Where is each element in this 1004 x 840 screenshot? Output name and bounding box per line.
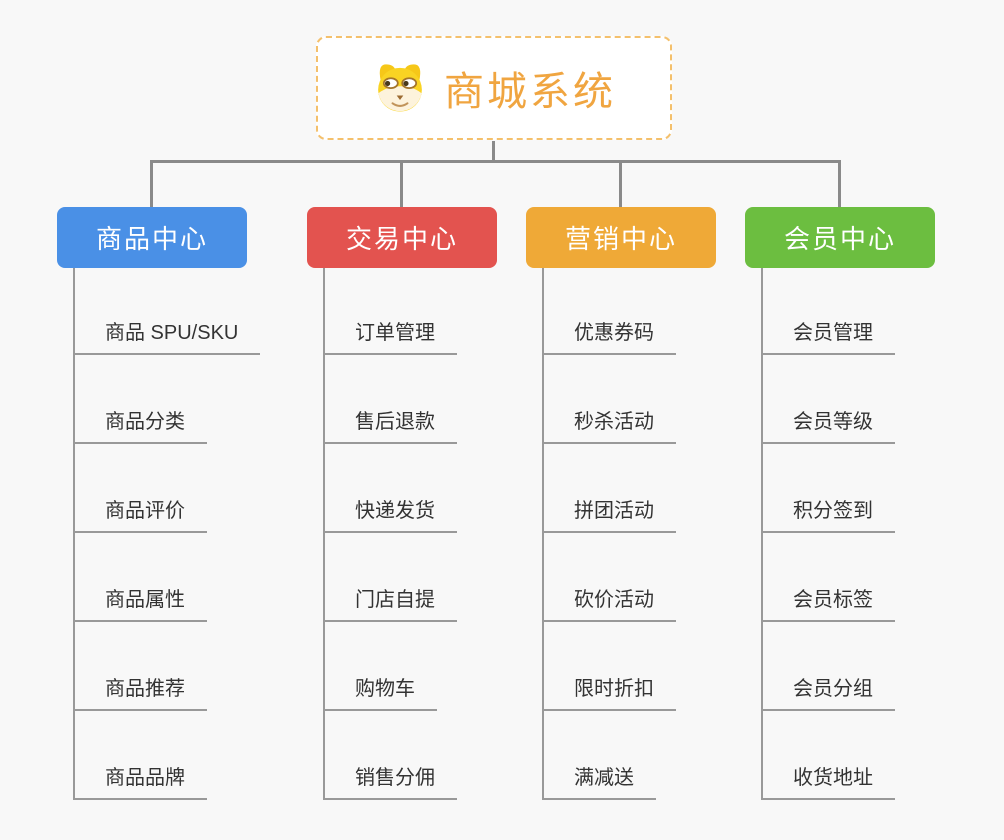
branch-column-trade: 交易中心 订单管理 售后退款 快递发货 门店自提 购物车 销售分佣 (307, 207, 497, 807)
tree-node[interactable]: 会员标签 (761, 588, 895, 622)
connector-drop-trade (400, 160, 403, 208)
branch-column-marketing: 营销中心 优惠券码 秒杀活动 拼团活动 砍价活动 限时折扣 满减送 (526, 207, 716, 807)
tree-node[interactable]: 会员分组 (761, 677, 895, 711)
tree-node[interactable]: 售后退款 (323, 410, 457, 444)
branch-header-trade[interactable]: 交易中心 (307, 207, 497, 268)
branch-header-marketing[interactable]: 营销中心 (526, 207, 716, 268)
tree-node[interactable]: 商品分类 (73, 410, 207, 444)
tree-node[interactable]: 商品推荐 (73, 677, 207, 711)
root-topic[interactable]: 商城系统 (316, 36, 672, 140)
tree-node[interactable]: 商品 SPU/SKU (73, 321, 261, 355)
root-title: 商城系统 (444, 70, 616, 114)
tree-node[interactable]: 商品属性 (73, 588, 207, 622)
branch-header-member[interactable]: 会员中心 (745, 207, 935, 268)
tree-node[interactable]: 限时折扣 (542, 677, 676, 711)
branch-trunk-line (73, 268, 75, 800)
tree-node[interactable]: 商品品牌 (73, 766, 207, 800)
branch-column-product: 商品中心 商品 SPU/SKU 商品分类 商品评价 商品属性 商品推荐 商品品牌 (57, 207, 261, 807)
tree-node[interactable]: 积分签到 (761, 499, 895, 533)
tree-node[interactable]: 门店自提 (323, 588, 457, 622)
tree-node[interactable]: 优惠券码 (542, 321, 676, 355)
dog-face-icon (372, 60, 428, 116)
branch-trunk-line (761, 268, 763, 800)
tree-node[interactable]: 砍价活动 (542, 588, 676, 622)
tree-node[interactable]: 订单管理 (323, 321, 457, 355)
tree-node[interactable]: 销售分佣 (323, 766, 457, 800)
tree-node[interactable]: 商品评价 (73, 499, 207, 533)
tree-node[interactable]: 会员等级 (761, 410, 895, 444)
branch-trunk-line (542, 268, 544, 800)
tree-node[interactable]: 购物车 (323, 677, 437, 711)
branch-column-member: 会员中心 会员管理 会员等级 积分签到 会员标签 会员分组 收货地址 (745, 207, 935, 807)
tree-node[interactable]: 快递发货 (323, 499, 457, 533)
connector-horizontal-bar (150, 160, 841, 163)
connector-drop-marketing (619, 160, 622, 208)
tree-node[interactable]: 拼团活动 (542, 499, 676, 533)
branch-trunk-line (323, 268, 325, 800)
branch-header-product[interactable]: 商品中心 (57, 207, 247, 268)
tree-node[interactable]: 秒杀活动 (542, 410, 676, 444)
tree-node[interactable]: 满减送 (542, 766, 656, 800)
connector-root-drop (492, 141, 495, 162)
connector-drop-product (150, 160, 153, 208)
tree-node[interactable]: 收货地址 (761, 766, 895, 800)
connector-drop-member (838, 160, 841, 208)
tree-node[interactable]: 会员管理 (761, 321, 895, 355)
